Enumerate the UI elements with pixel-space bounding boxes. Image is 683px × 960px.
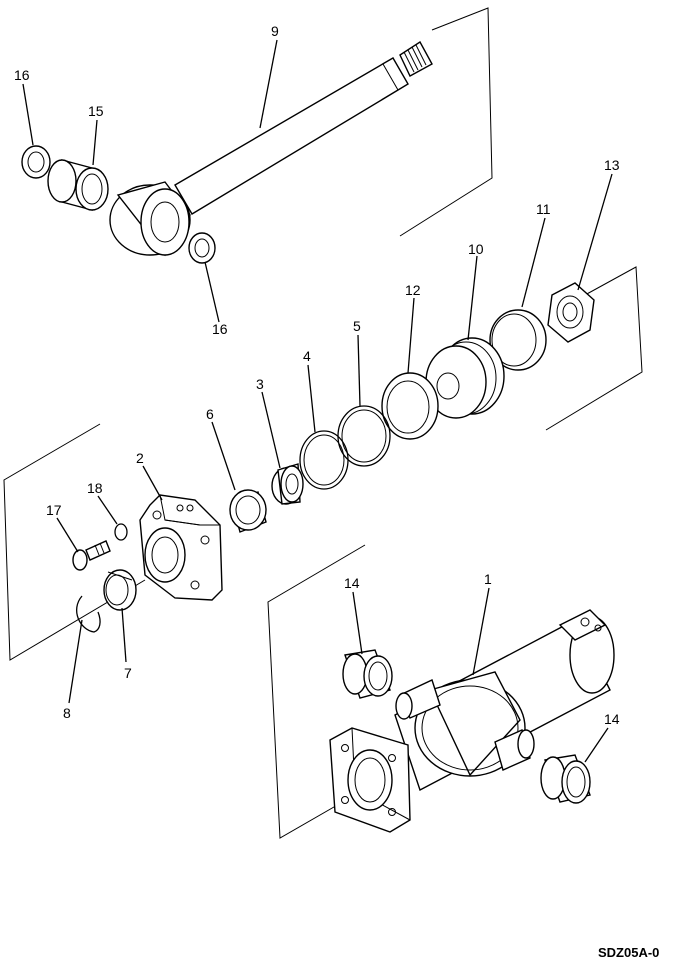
piston-rod: [109, 7, 493, 257]
label-part-15: 15: [88, 103, 104, 119]
bushing-14-lower: [540, 754, 591, 804]
snap-ring-8: [76, 595, 101, 633]
cylinder-head-2: [139, 494, 223, 601]
label-part-18: 18: [87, 480, 103, 496]
label-part-16-top: 16: [14, 67, 30, 83]
seal-16-left: [21, 145, 51, 179]
washer-18: [114, 523, 128, 541]
bushing-6: [229, 489, 267, 533]
piston-bracket: [545, 266, 643, 431]
figure-code: SDZ05A-0: [598, 945, 659, 960]
backup-ring-5: [337, 405, 391, 467]
wear-ring-11: [489, 309, 547, 371]
label-part-7: 7: [124, 665, 132, 681]
label-part-6: 6: [206, 406, 214, 422]
label-part-13: 13: [604, 157, 620, 173]
bolt-17: [72, 540, 111, 571]
head-bracket: [3, 423, 146, 661]
label-part-16-bottom: 16: [212, 321, 228, 337]
seal-16-right: [188, 232, 216, 264]
dust-seal-7: [103, 569, 137, 611]
label-part-9: 9: [271, 23, 279, 39]
bushing-15: [47, 159, 109, 211]
label-part-17: 17: [46, 502, 62, 518]
label-part-4: 4: [303, 348, 311, 364]
label-part-3: 3: [256, 376, 264, 392]
part-labels: 9 16 15 16 13 11 10 12 5 4 3 6 2 18 17 7…: [14, 23, 620, 727]
o-ring-4: [299, 430, 349, 490]
seal-ring-12: [381, 372, 439, 440]
label-part-10: 10: [468, 241, 484, 257]
label-part-8: 8: [63, 705, 71, 721]
nut-13: [547, 282, 595, 343]
label-part-12: 12: [405, 282, 421, 298]
bushing-14-upper: [342, 649, 393, 699]
label-part-5: 5: [353, 318, 361, 334]
cylinder-tube-1: [329, 609, 615, 833]
tube-bracket: [267, 544, 366, 839]
bearing-3: [271, 463, 304, 505]
label-part-14-lower: 14: [604, 711, 620, 727]
label-part-14-upper: 14: [344, 575, 360, 591]
label-part-11: 11: [536, 201, 551, 217]
label-part-2: 2: [136, 450, 144, 466]
leader-lines: [22, 39, 613, 763]
label-part-1: 1: [484, 571, 492, 587]
